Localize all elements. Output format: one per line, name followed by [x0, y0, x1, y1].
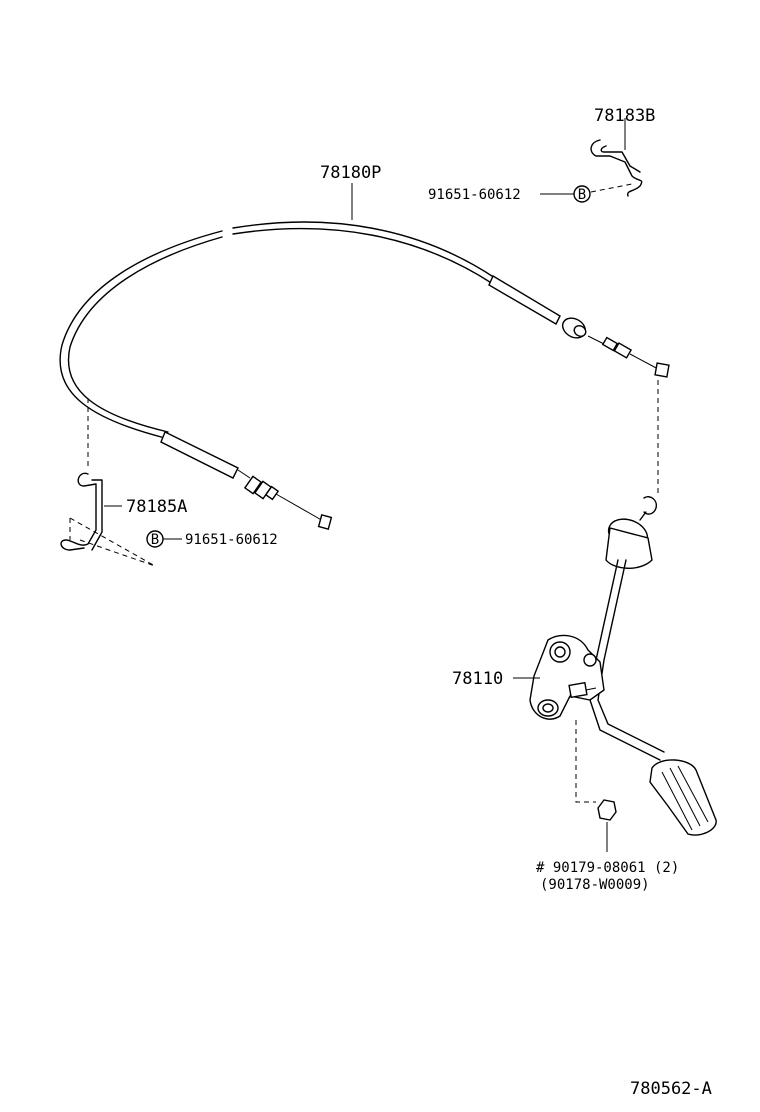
lower-cable-clip — [60, 472, 103, 551]
label-78183b: 78183B — [594, 106, 655, 126]
upper-cable-clip — [590, 118, 643, 197]
label-78110: 78110 — [452, 669, 503, 689]
label-78180p: 78180P — [320, 163, 381, 183]
diagram-id: 780562-A — [630, 1079, 712, 1099]
upper-bolt: B — [540, 183, 633, 203]
label-nut-line2: (90178-W0009) — [540, 877, 650, 893]
label-bolt-lower: 91651-60612 — [185, 532, 278, 548]
label-78185a: 78185A — [126, 497, 187, 517]
lower-bolt: B — [146, 530, 182, 548]
accelerator-pedal-assembly — [529, 496, 717, 836]
bolt-marker-lower: B — [151, 532, 159, 548]
pedal-nut — [575, 720, 617, 852]
bolt-marker-upper: B — [578, 187, 586, 203]
accelerator-cable — [59, 221, 670, 530]
label-bolt-upper: 91651-60612 — [428, 187, 521, 203]
label-nut-line1: # 90179-08061 (2) — [536, 860, 679, 876]
